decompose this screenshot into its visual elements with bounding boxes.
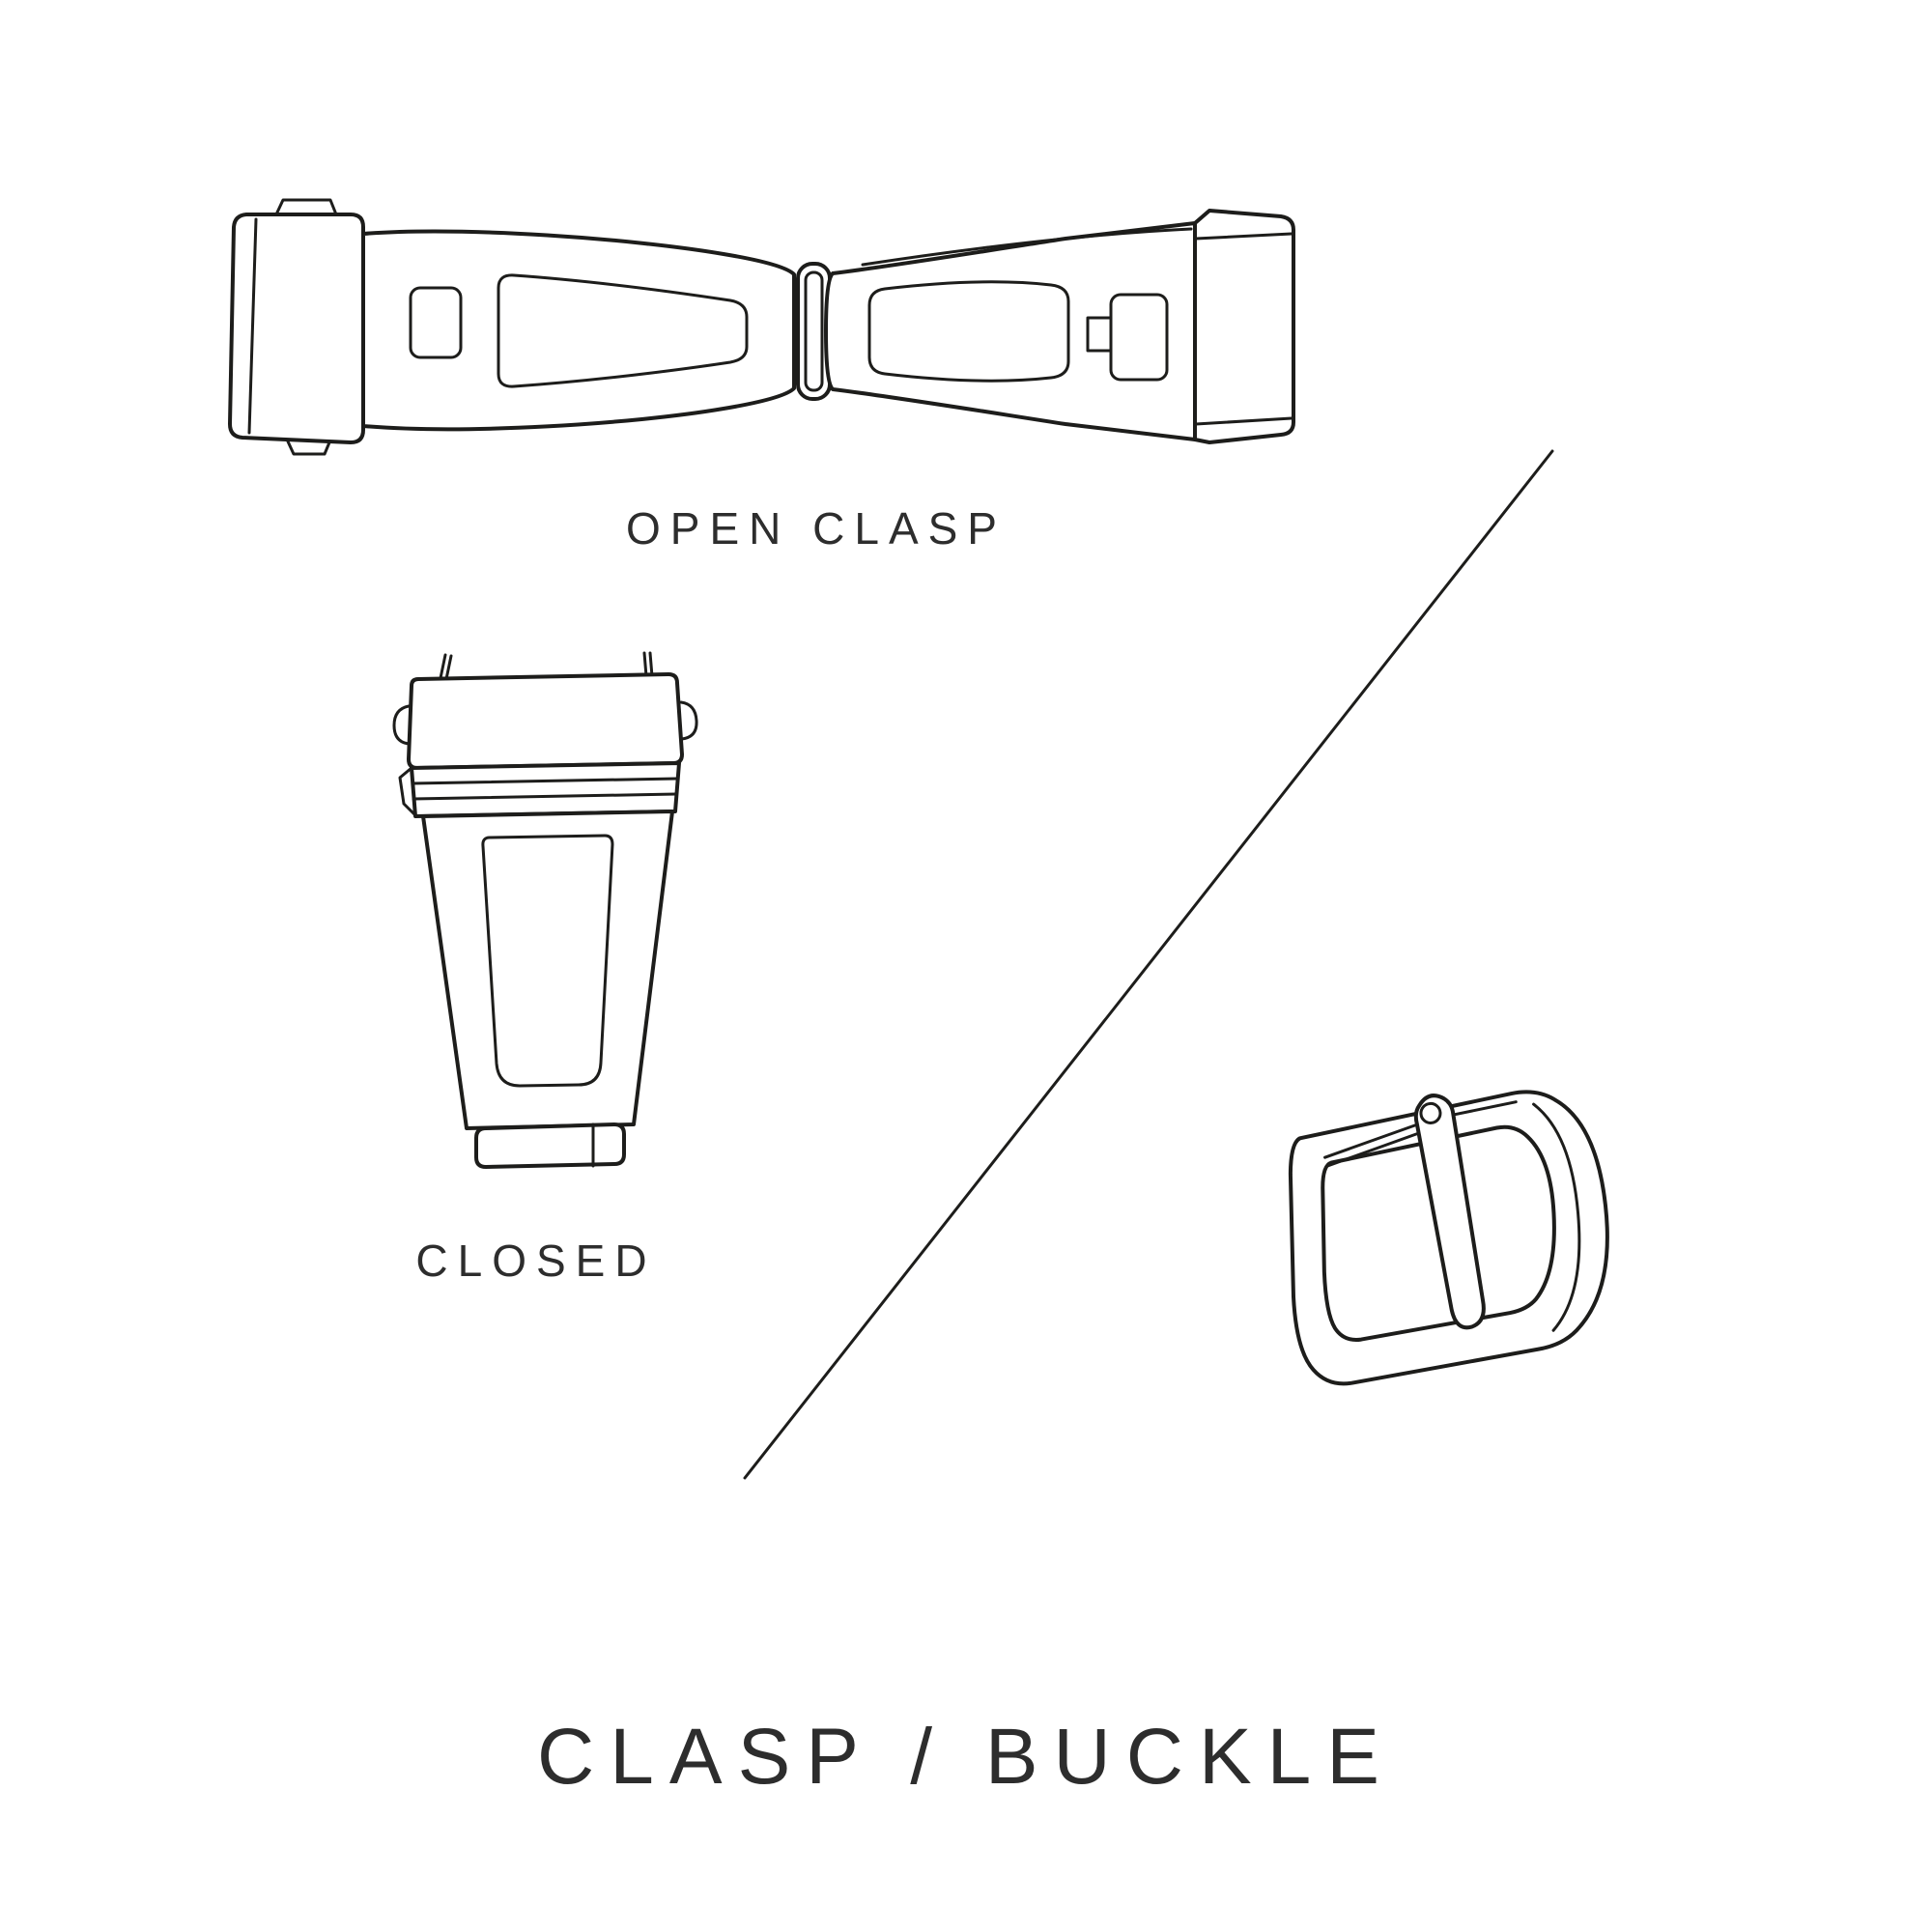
buckle-illustration (1288, 1090, 1609, 1386)
closed-clasp-body (421, 810, 674, 1130)
buckle-prong (1413, 1094, 1486, 1330)
open-clasp-left-end-link (228, 213, 365, 444)
closed-clasp-illustration (392, 651, 698, 1169)
open-clasp-right-end-link (1193, 209, 1295, 444)
open-clasp-left-arm (361, 229, 796, 432)
open-clasp-right-arm (824, 221, 1197, 441)
open-clasp-illustration (228, 198, 1295, 456)
open-clasp-label: OPEN CLASP (626, 503, 1007, 554)
closed-clasp-label: CLOSED (415, 1236, 657, 1286)
closed-clasp-cover (407, 672, 684, 770)
page-title: CLASP / BUCKLE (537, 1713, 1395, 1801)
divider-line (743, 449, 1554, 1480)
